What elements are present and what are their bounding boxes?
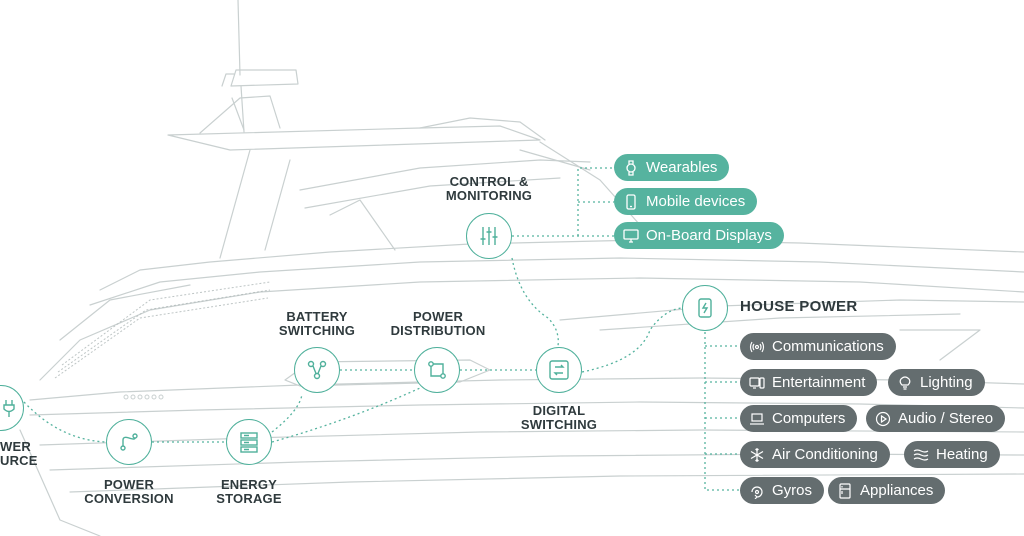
gyros-pill[interactable]: Gyros (740, 477, 825, 504)
snowflake-icon (748, 446, 766, 464)
power-conversion-node[interactable] (106, 419, 152, 465)
entertainment-pill[interactable]: Entertainment (740, 369, 878, 396)
audio-stereo-pill[interactable]: Audio / Stereo (866, 405, 1006, 432)
tv-speaker-icon (748, 374, 766, 392)
digital-switching-node[interactable] (536, 347, 582, 393)
control-monitoring-node[interactable] (466, 213, 512, 259)
heating-pill[interactable]: Heating (904, 441, 1000, 468)
computers-pill[interactable]: Computers (740, 405, 858, 432)
battery-stack-icon (240, 432, 258, 453)
sliders-icon (480, 227, 498, 245)
heat-waves-icon (912, 446, 930, 464)
house-power-heading: HOUSE POWER (740, 298, 858, 315)
lighting-pill[interactable]: Lighting (888, 369, 985, 396)
control-monitoring-label: CONTROL &MONITORING (445, 174, 533, 203)
broadcast-icon (748, 338, 766, 356)
appliances-pill[interactable]: Appliances (828, 477, 946, 504)
digital-switch-icon (549, 360, 569, 380)
laptop-icon (748, 410, 766, 428)
tablet-power-icon (698, 298, 712, 318)
plug-icon (3, 400, 15, 417)
wearables-pill[interactable]: Wearables (614, 154, 730, 181)
watch-icon (622, 159, 640, 177)
house-power-node[interactable] (682, 285, 728, 331)
lightbulb-icon (896, 374, 914, 392)
network-nodes-icon (307, 360, 327, 380)
conversion-icon (120, 433, 138, 451)
energy-storage-node[interactable] (226, 419, 272, 465)
gyro-icon (748, 482, 766, 500)
monitor-icon (622, 227, 640, 245)
fridge-icon (836, 482, 854, 500)
phone-icon (622, 193, 640, 211)
battery-switching-node[interactable] (294, 347, 340, 393)
air-conditioning-pill[interactable]: Air Conditioning (740, 441, 890, 468)
play-circle-icon (874, 410, 892, 428)
communications-pill[interactable]: Communications (740, 333, 896, 360)
distribution-icon (428, 361, 446, 379)
mobile-devices-pill[interactable]: Mobile devices (614, 188, 758, 215)
power-distribution-node[interactable] (414, 347, 460, 393)
onboard-displays-pill[interactable]: On-Board Displays (614, 222, 784, 249)
